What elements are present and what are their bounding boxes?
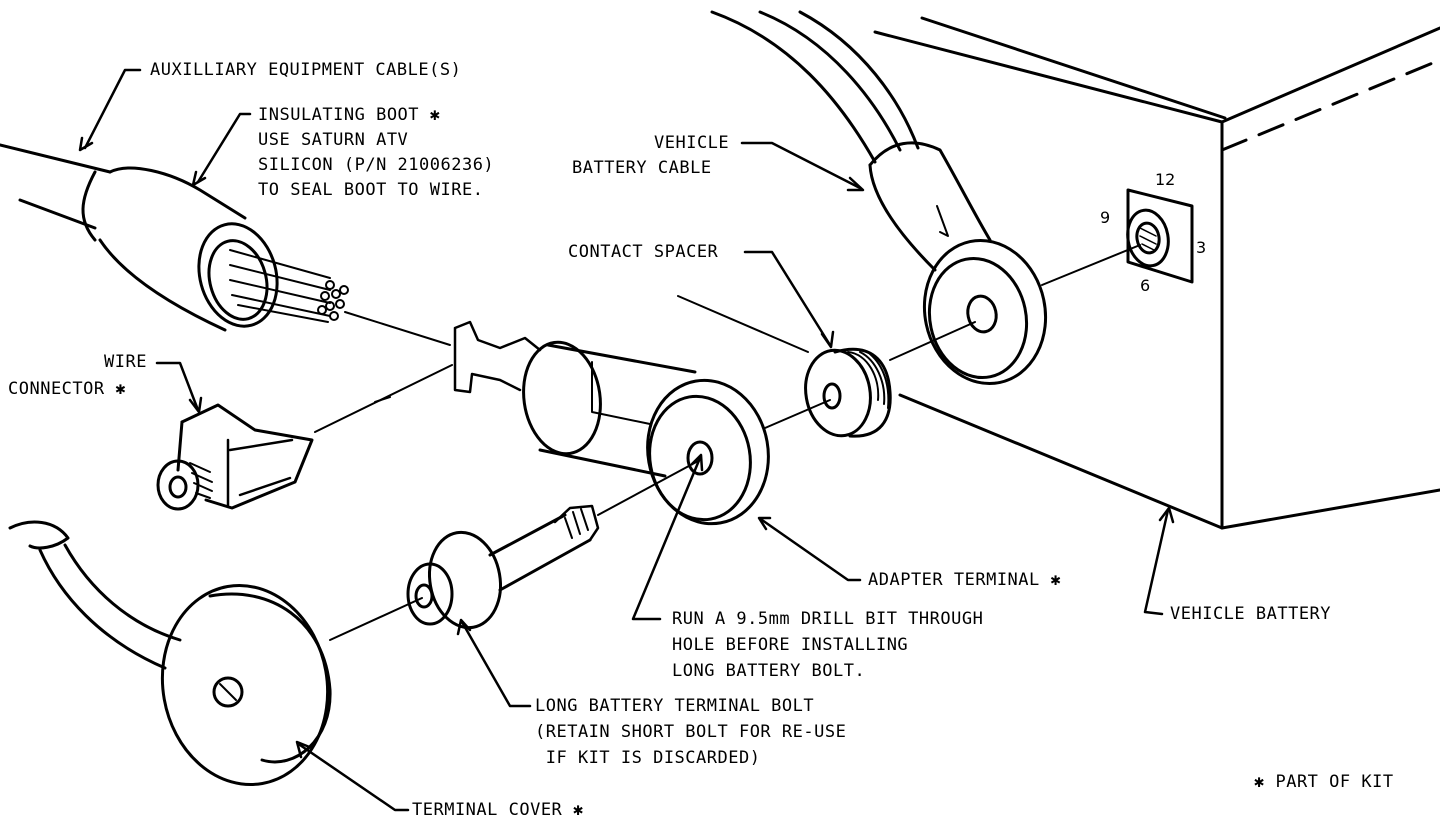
- adapter-terminal-label: ADAPTER TERMINAL ✱: [868, 570, 1062, 590]
- drill-instruction-line-3: LONG BATTERY BOLT.: [672, 661, 866, 681]
- vehicle-battery-cable: [712, 12, 1059, 395]
- drill-instruction-line-2: HOLE BEFORE INSTALLING: [672, 635, 909, 655]
- adapter-terminal: [455, 322, 780, 533]
- clock-position-3: 3: [1196, 238, 1207, 257]
- insulating-boot-note-line-3: SILICON (P/N 21006236): [258, 155, 495, 175]
- long-terminal-bolt: [408, 506, 598, 633]
- insulating-boot-note-line-4: TO SEAL BOOT TO WIRE.: [258, 180, 484, 200]
- terminal-cover-label: TERMINAL COVER ✱: [412, 800, 584, 820]
- vehicle-battery-label: VEHICLE BATTERY: [1170, 604, 1332, 624]
- leader-lines: [80, 70, 1173, 810]
- retain-short-bolt-note-line-2: IF KIT IS DISCARDED): [535, 748, 761, 768]
- retain-short-bolt-note-line-1: (RETAIN SHORT BOLT FOR RE-USE: [535, 722, 847, 742]
- terminal-cover: [10, 522, 343, 798]
- contact-spacer-label: CONTACT SPACER: [568, 242, 719, 262]
- clock-position-6: 6: [1140, 276, 1151, 295]
- vehicle-battery-cable-label-line-2: BATTERY CABLE: [572, 158, 712, 178]
- clock-position-9: 9: [1100, 208, 1111, 227]
- drill-instruction-line-1: RUN A 9.5mm DRILL BIT THROUGH: [672, 609, 984, 629]
- vehicle-battery-box: [875, 18, 1440, 528]
- auxiliary-equipment-cable-label: AUXILLIARY EQUIPMENT CABLE(S): [150, 60, 462, 80]
- vehicle-battery-cable-label-line-1: VEHICLE: [654, 133, 730, 153]
- contact-spacer: [799, 345, 890, 441]
- insulating-boot-label: INSULATING BOOT ✱: [258, 105, 441, 125]
- insulating-boot-note-line-2: USE SATURN ATV: [258, 130, 409, 150]
- alignment-lines: [315, 245, 1140, 640]
- wire-connector-label-line-2: CONNECTOR ✱: [8, 379, 127, 399]
- wire-connector: [158, 405, 312, 509]
- clock-position-12: 12: [1155, 170, 1176, 189]
- auxiliary-cable-and-boot: [0, 145, 348, 335]
- wire-connector-label-line-1: WIRE: [104, 352, 147, 372]
- part-of-kit-legend: ✱ PART OF KIT: [1254, 772, 1394, 792]
- long-battery-terminal-bolt-label: LONG BATTERY TERMINAL BOLT: [535, 696, 815, 716]
- battery-terminal-plate: [1123, 190, 1192, 282]
